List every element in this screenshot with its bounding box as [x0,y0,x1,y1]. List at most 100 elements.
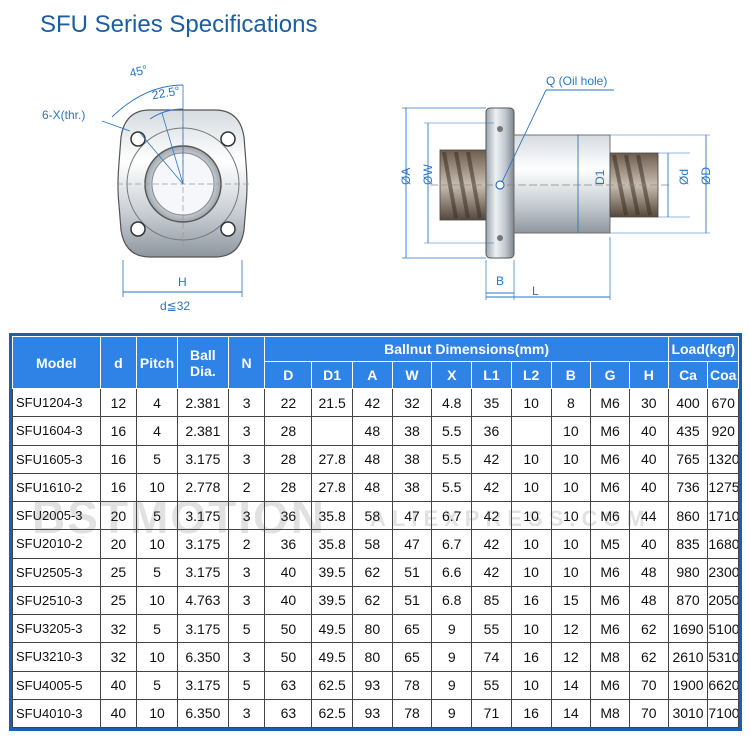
spec-cell: 78 [391,698,433,729]
spec-cell: 6.7 [431,529,473,559]
spec-cell: 65 [391,642,433,672]
side-view: Q (Oil hole) ØA ØW D1 Ød ØD B L [399,74,713,300]
spec-cell: 20 [99,529,138,559]
spec-cell: 5 [136,444,178,474]
spec-cell: 5310 [707,642,739,672]
spec-cell: 2050 [707,585,739,616]
spec-cell: 10 [510,613,552,644]
spec-cell: 1680 [707,529,739,559]
spec-cell: 36 [471,416,512,446]
spec-cell: 47 [391,529,433,559]
technical-drawing: 45° 22.5° 6-X(thr.) H d≦32 [42,62,713,313]
spec-cell: 39.5 [311,585,353,616]
spec-cell: 2.381 [176,387,229,418]
spec-cell [311,416,353,446]
spec-cell: 1710 [707,500,739,531]
spec-cell: 48 [628,557,669,587]
spec-cell: 3 [227,387,266,418]
spec-cell: 16 [510,585,552,616]
dim-w-label: ØW [421,164,435,185]
model-cell: SFU3205-3 [12,613,101,644]
spec-cell: 435 [667,416,709,446]
spec-cell: 38 [391,472,433,503]
spec-cell: 10 [550,416,592,446]
spec-cell: 40 [99,698,138,729]
spec-cell: 12 [550,613,592,644]
spec-cell: 9 [431,698,473,729]
spec-cell: 5 [136,500,178,531]
model-cell: SFU4010-3 [12,698,101,729]
header-load-group: Load(kgf) [667,336,740,362]
spec-cell: 1690 [667,613,709,644]
spec-cell: 10 [510,444,552,474]
dim-big-d-label: ØD [699,167,713,185]
spec-cell: 51 [391,557,433,587]
dim-a-label: ØA [399,168,413,185]
spec-cell: 835 [667,529,709,559]
spec-cell: 10 [136,698,178,729]
oil-hole-icon [495,180,505,190]
header-row-top: Model d Pitch Ball Dia. N Ballnut Dimens… [12,336,740,389]
model-cell: SFU1604-3 [12,416,101,446]
spec-cell: 58 [351,500,393,531]
spec-cell: 3 [227,698,266,729]
spec-cell: 15 [550,585,592,616]
spec-cell: 1320 [707,444,739,474]
spec-cell: 4.763 [176,585,229,616]
spec-cell: 21.5 [311,387,353,418]
spec-cell: 62.5 [311,670,353,700]
model-cell: SFU3210-3 [12,642,101,672]
spec-cell: 10 [550,557,592,587]
spec-cell: 38 [391,416,433,446]
spec-cell: 50 [264,642,313,672]
spec-cell: 42 [471,557,512,587]
spec-cell: 27.8 [311,444,353,474]
spec-cell: 40 [628,529,669,559]
spec-cell: 9 [431,670,473,700]
spec-cell: 5 [227,670,266,700]
spec-cell: 80 [351,642,393,672]
header-load-col: Coa [707,361,739,389]
spec-cell: 42 [351,387,393,418]
spec-cell: 1900 [667,670,709,700]
spec-cell: 93 [351,698,393,729]
spec-cell: M6 [590,500,630,531]
spec-cell: 32 [99,642,138,672]
spec-cell: 5 [136,557,178,587]
spec-cell: 22 [264,387,313,418]
oil-hole-label: Q (Oil hole) [546,74,607,88]
spec-cell: 42 [471,529,512,559]
header-ballnut-col: A [351,361,393,389]
dim-h-label: H [178,275,187,289]
model-cell: SFU1610-2 [12,472,101,503]
spec-cell: 1275 [707,472,739,503]
spec-cell: 25 [99,557,138,587]
header-ballnut-col: G [590,361,630,389]
spec-cell: 2 [227,472,266,503]
spec-cell: 71 [471,698,512,729]
spec-cell: 6.8 [431,585,473,616]
spec-cell: 40 [99,670,138,700]
spec-cell: 62 [351,585,393,616]
spec-cell: 980 [667,557,709,587]
spec-cell: 25 [99,585,138,616]
spec-cell [510,416,552,446]
spec-cell: 6.350 [176,698,229,729]
spec-cell: 6620 [707,670,739,700]
spec-cell: M6 [590,472,630,503]
bolt-hole-icon [220,221,236,237]
spec-cell: 10 [510,500,552,531]
spec-cell: 42 [471,500,512,531]
spec-cell: 63 [264,670,313,700]
spec-cell: 48 [351,444,393,474]
spec-cell: 38 [391,444,433,474]
spec-cell: 10 [510,670,552,700]
spec-cell: M6 [590,557,630,587]
spec-cell: 32 [99,613,138,644]
header-ball-dia: Ball Dia. [176,336,229,389]
spec-cell: 5.5 [431,472,473,503]
